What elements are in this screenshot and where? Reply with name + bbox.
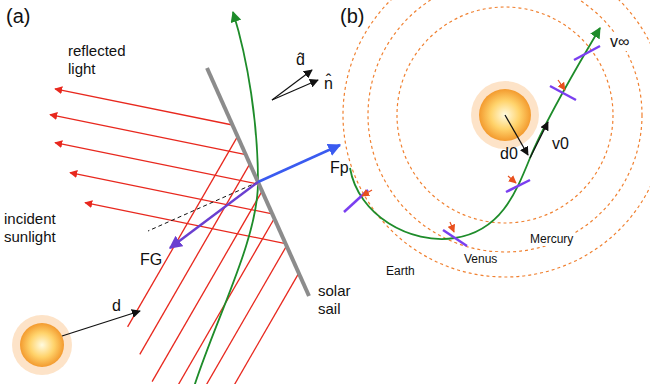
planet-label: Earth — [386, 264, 415, 278]
force-label: Fp — [330, 158, 349, 177]
unit-vector-label: d̂ — [296, 50, 305, 69]
initial-velocity-vector — [530, 122, 548, 158]
panel-letter: (b) — [340, 4, 364, 28]
light-arrow — [508, 176, 516, 183]
reflected-ray — [50, 115, 246, 155]
position-vector — [62, 311, 140, 336]
panel-letter: (a) — [6, 4, 30, 28]
venus-orbit — [368, 0, 642, 252]
velocity-label: v∞ — [608, 32, 631, 51]
planet-label: Venus — [462, 252, 499, 266]
unit-vector-label: n̂ — [324, 74, 333, 93]
trajectory — [193, 12, 258, 384]
incident-ray — [189, 273, 299, 384]
orbits — [343, 0, 650, 277]
sail-mark — [344, 190, 368, 212]
sail-positions — [344, 46, 600, 246]
sail-mark — [506, 180, 530, 192]
vector-label: d — [112, 296, 121, 315]
gravity-force-arrow — [170, 182, 258, 248]
incident-ray — [177, 246, 287, 384]
vector-label: d0 — [500, 144, 518, 163]
pressure-force-arrow — [258, 145, 340, 182]
reflected-ray — [55, 143, 259, 185]
planet-label: Mercury — [528, 232, 575, 246]
light-direction-arrows — [362, 80, 565, 232]
incident-ray — [128, 136, 238, 327]
trajectory — [350, 28, 600, 239]
unit-vector-n — [272, 80, 318, 100]
velocity-label: v0 — [552, 134, 569, 153]
light-arrow — [450, 222, 454, 232]
light-arrow — [362, 190, 372, 196]
incident-ray — [164, 219, 274, 384]
incident-rays — [128, 136, 299, 384]
sun — [20, 323, 64, 367]
light-arrow — [558, 80, 565, 90]
light-label: reflected light — [68, 42, 140, 78]
mercury-orbit — [397, 7, 613, 223]
sun-glow — [12, 315, 72, 375]
sail-mark — [443, 230, 467, 246]
sail-mark — [574, 46, 600, 60]
sail-label: solar sail — [318, 282, 362, 318]
reflected-ray — [55, 89, 233, 125]
incident-ray — [140, 164, 250, 354]
force-label: FG — [140, 250, 162, 269]
light-label: incident sunlight — [4, 210, 72, 246]
earth-orbit — [343, 0, 650, 277]
